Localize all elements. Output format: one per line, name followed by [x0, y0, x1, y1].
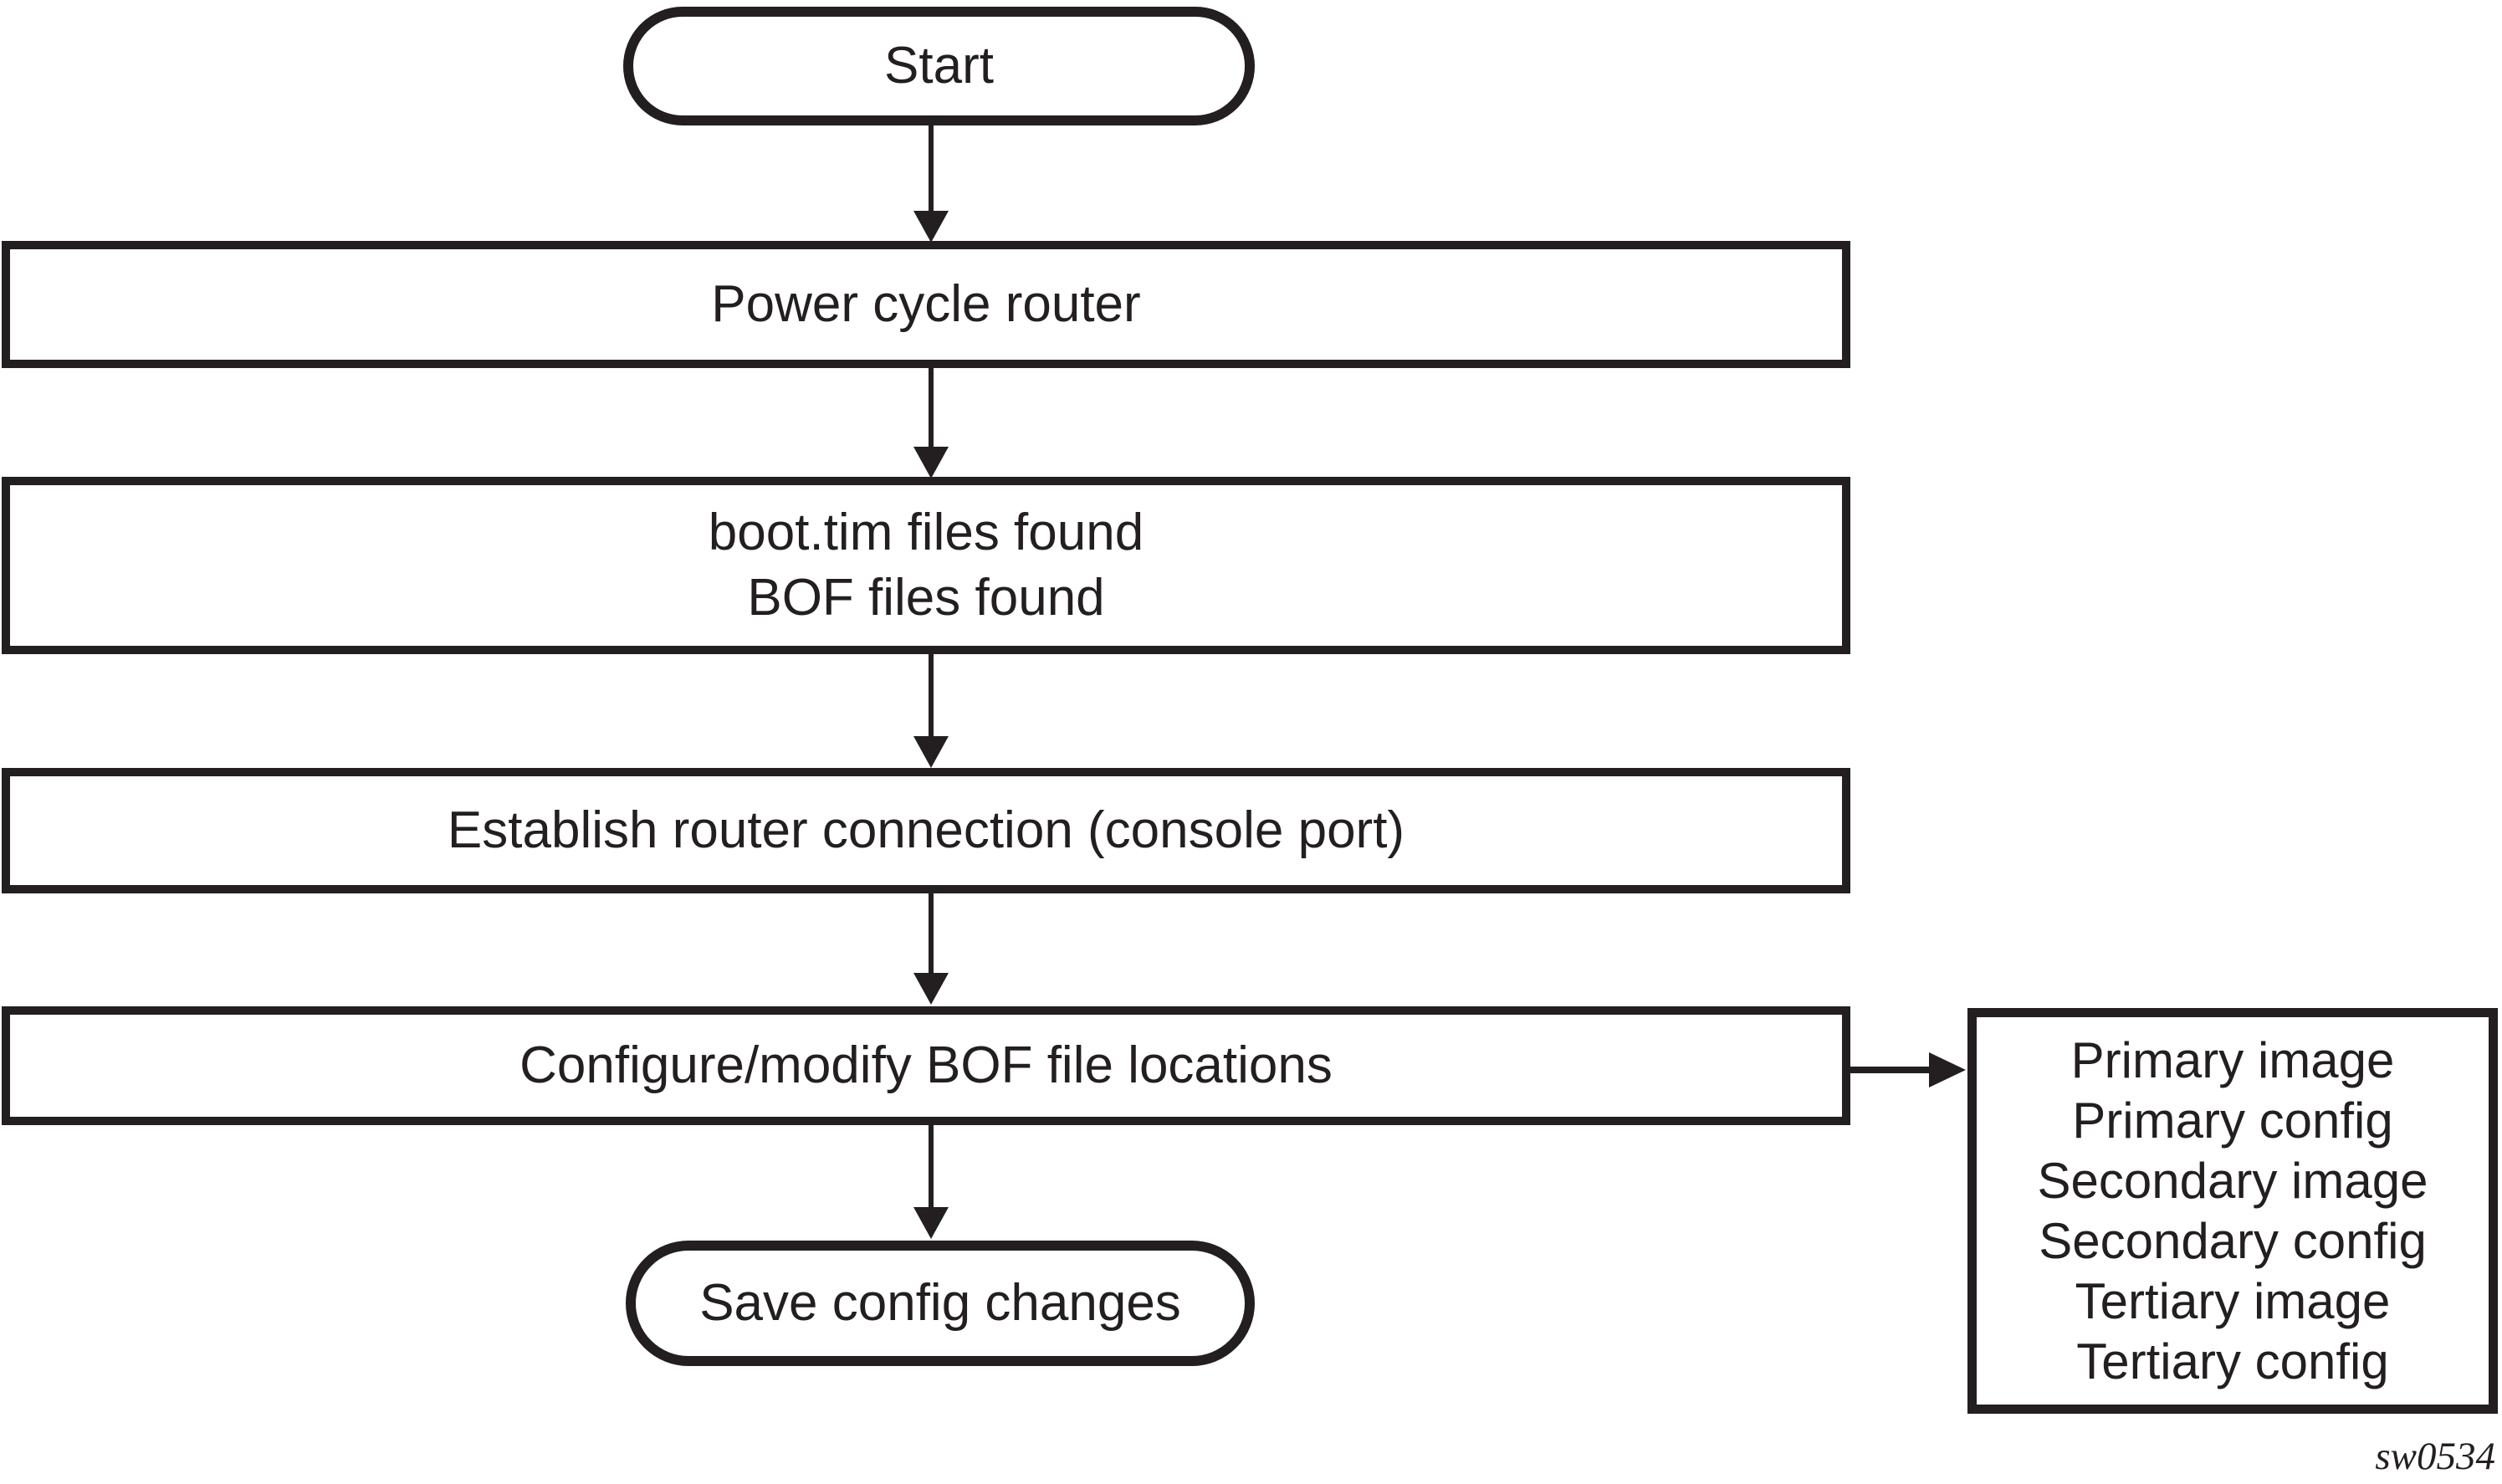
- node-power-cycle: Power cycle router: [2, 241, 1850, 368]
- node-save-config-label: Save config changes: [699, 1273, 1181, 1332]
- node-start-label: Start: [884, 36, 994, 95]
- node-files-found: boot.tim files found BOF files found: [2, 477, 1850, 654]
- arrow-down-icon: [913, 736, 949, 768]
- figure-id-label: sw0534: [2375, 1435, 2495, 1478]
- node-configure-bof: Configure/modify BOF file locations: [2, 1006, 1850, 1125]
- arrow-configure-to-save-line: [929, 1123, 934, 1209]
- bof-location-item: Primary config: [2072, 1092, 2393, 1149]
- arrow-down-icon: [913, 1207, 949, 1239]
- arrow-right-icon: [1929, 1052, 1966, 1087]
- arrow-connect-to-configure-line: [929, 892, 934, 975]
- bof-location-item: Tertiary image: [2075, 1272, 2391, 1329]
- node-configure-bof-label: Configure/modify BOF file locations: [519, 1036, 1333, 1094]
- arrow-configure-to-sidebox-line: [1850, 1067, 1934, 1073]
- node-files-found-label: boot.tim files found BOF files found: [708, 503, 1144, 627]
- node-power-cycle-label: Power cycle router: [711, 274, 1141, 333]
- bof-location-item: Secondary image: [2037, 1152, 2428, 1209]
- arrow-down-icon: [913, 447, 949, 478]
- arrow-power-to-files-line: [929, 366, 934, 450]
- bof-location-item: Tertiary config: [2076, 1333, 2389, 1389]
- node-bof-locations: Primary image Primary config Secondary i…: [1967, 1008, 2498, 1414]
- node-save-config: Save config changes: [626, 1241, 1255, 1366]
- arrow-down-icon: [913, 973, 949, 1005]
- bof-location-item: Primary image: [2070, 1031, 2395, 1088]
- node-start: Start: [623, 7, 1255, 125]
- arrow-files-to-connect-line: [929, 652, 934, 738]
- arrow-start-to-power-line: [929, 124, 934, 212]
- bof-location-item: Secondary config: [2039, 1212, 2427, 1269]
- arrow-down-icon: [913, 211, 949, 243]
- node-establish-connection: Establish router connection (console por…: [2, 768, 1850, 893]
- node-establish-connection-label: Establish router connection (console por…: [447, 801, 1405, 859]
